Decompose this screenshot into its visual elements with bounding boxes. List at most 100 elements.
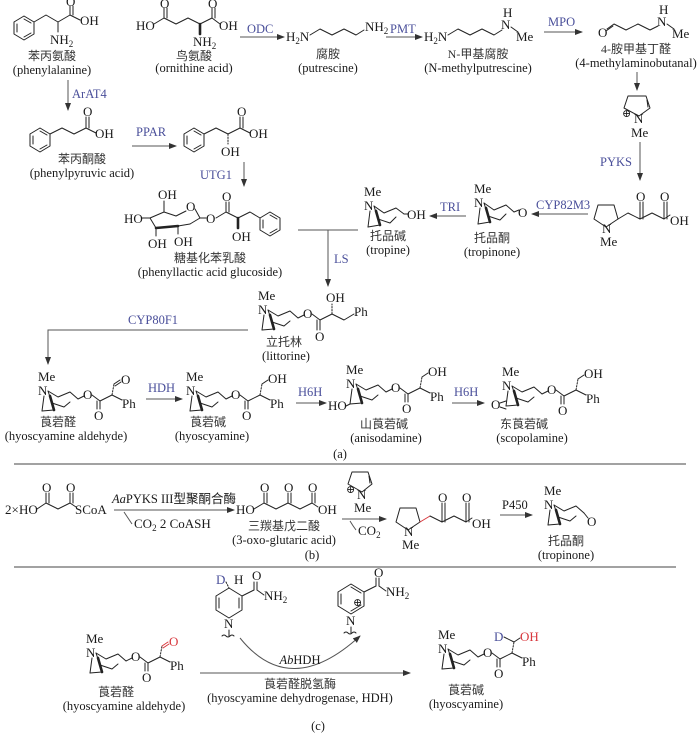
atom-n: N xyxy=(657,14,667,29)
atom-h: H xyxy=(234,572,243,587)
atom-o: O xyxy=(222,189,231,204)
enzyme-p450: P450 xyxy=(502,498,528,512)
atom-o-highlight: O xyxy=(169,634,178,649)
n-methylputrescine-en: (N-methylputrescine) xyxy=(424,61,532,75)
n-methylputrescine-cn: N-甲基腐胺 xyxy=(448,46,509,61)
enzyme-aapyks: AaPYKS III型聚酮合酶 xyxy=(111,491,236,506)
atom-oh: OH xyxy=(148,236,167,251)
atom-o: O xyxy=(308,480,317,495)
atom-me: Me xyxy=(474,181,492,196)
atom-o: O xyxy=(547,382,556,397)
enzyme-name-en: (hyoscyamine dehydrogenase, HDH) xyxy=(207,691,393,705)
atom-oh: OH xyxy=(326,290,345,305)
atom-oh: OH xyxy=(232,229,251,244)
atom-n: N xyxy=(357,487,367,502)
hyoscyamine-aldehyde-structure: Me N O O O Ph xyxy=(86,631,184,685)
putrescine-structure: H2N NH2 xyxy=(286,19,388,46)
atom-o: O xyxy=(66,480,75,495)
enzyme-ls: LS xyxy=(334,252,349,266)
enzyme-utg1: UTG1 xyxy=(200,168,232,182)
atom-o: O xyxy=(491,397,500,412)
atom-o: O xyxy=(160,0,169,11)
methylpyrrolinium-structure: N ⊕ Me xyxy=(622,95,651,140)
atom-oh: OH xyxy=(584,366,603,381)
cyp80f1-arrow xyxy=(45,329,248,365)
atom-oh: OH xyxy=(221,144,240,159)
co2-release-arrow xyxy=(123,511,133,525)
putrescine-en: (putrescine) xyxy=(298,61,358,75)
atom-me: Me xyxy=(186,369,204,384)
atom-h: H xyxy=(503,5,512,20)
nadph-structure: D H O NH2 N xyxy=(215,568,287,638)
oxoglutaric-cn: 三羰基戊二酸 xyxy=(248,518,320,533)
atom-ph: Ph xyxy=(522,654,536,669)
tropinone-en: (tropinone) xyxy=(538,548,594,562)
enzyme-h6h-1: H6H xyxy=(298,385,322,399)
atom-oh-highlight: OH xyxy=(520,629,539,644)
methylaminobutanal-en: (4-methylaminobutanal) xyxy=(575,56,697,70)
hyoscyamine-aldehyde-cn: 莨菪醛 xyxy=(40,414,76,429)
phenylpyruvic-acid-cn: 苯丙酮酸 xyxy=(58,151,106,166)
phenylpyruvic-acid-structure: O OH xyxy=(29,104,114,153)
atom-me: Me xyxy=(346,362,364,377)
atom-o: O xyxy=(94,408,103,423)
atom-o: O xyxy=(587,514,596,529)
phenylalanine-structure: O OH NH2 xyxy=(13,0,99,49)
atom-o: O xyxy=(636,189,645,204)
atom-o: O xyxy=(438,490,447,505)
atom-me: Me xyxy=(631,125,649,140)
atom-o: O xyxy=(315,329,324,344)
hyoscyamine-deuterated-structure: Me N O O D OH Ph xyxy=(438,627,539,681)
atom-ph: Ph xyxy=(586,391,600,406)
atom-nh2: NH2 xyxy=(386,584,409,601)
atom-o: O xyxy=(131,649,140,664)
atom-o: O xyxy=(66,0,75,9)
atom-ho: HO xyxy=(236,502,255,517)
atom-nh2: NH2 xyxy=(264,588,287,605)
tropinone-structure: Me N O xyxy=(544,483,596,529)
atom-me: Me xyxy=(402,537,420,552)
scopolamine-structure: Me N O O O OH Ph xyxy=(491,364,603,418)
phenyllactic-glucoside-structure: OH O HO OH OH O O OH xyxy=(124,187,281,251)
atom-o: O xyxy=(121,372,130,387)
atom-me: Me xyxy=(364,184,382,199)
scopolamine-cn: 东莨菪碱 xyxy=(500,417,548,431)
atom-o: O xyxy=(83,387,92,402)
panel-c-label: (c) xyxy=(311,719,325,733)
enzyme-abhdh: AbHDH xyxy=(279,653,321,667)
methylaminobutanal-cn: 4-胺甲基丁醛 xyxy=(601,41,671,56)
atom-oh: OH xyxy=(670,213,689,228)
phenylalanine-cn: 苯丙氨酸 xyxy=(28,48,76,63)
byproduct-co2: CO2 xyxy=(358,523,381,540)
atom-o: O xyxy=(303,306,312,321)
phenyllactic-glucoside-cn: 糖基化苯乳酸 xyxy=(174,250,246,265)
atom-o: O xyxy=(260,480,269,495)
plus-charge-icon: ⊕ xyxy=(622,108,631,120)
atom-ph: Ph xyxy=(430,389,444,404)
panel-b: 2× HO O O SCoA AaPYKS III型聚酮合酶 CO2 2 CoA… xyxy=(5,471,596,562)
atom-o: O xyxy=(374,565,383,580)
tropinone-cn: 托品酮 xyxy=(474,231,510,245)
atom-n: N xyxy=(634,111,644,126)
atom-oh: OH xyxy=(472,516,491,531)
hyoscyamine-cn: 莨菪碱 xyxy=(190,415,226,429)
panel-a-label: (a) xyxy=(333,447,347,461)
atom-oh: OH xyxy=(428,364,447,379)
tropine-cn: 托品碱 xyxy=(370,229,406,243)
phenylpyruvic-acid-en: (phenylpyruvic acid) xyxy=(30,166,134,180)
atom-ph: Ph xyxy=(170,658,184,673)
plus-charge-icon: ⊕ xyxy=(353,597,362,609)
tropine-structure: Me N OH xyxy=(364,184,426,228)
atom-d: D xyxy=(216,572,225,587)
product-en: (hyoscyamine) xyxy=(429,697,503,711)
atom-o: O xyxy=(494,666,503,681)
atom-o: O xyxy=(206,211,215,226)
enzyme-ppar: PPAR xyxy=(136,125,167,139)
enzyme-hdh: HDH xyxy=(148,381,175,395)
atom-n: N xyxy=(346,376,356,391)
atom-nh2: NH2 xyxy=(50,32,73,49)
enzyme-pyks: PYKS xyxy=(600,155,632,169)
atom-n: N xyxy=(224,616,234,631)
oxobutanoic-acid-structure: N Me O O OH xyxy=(395,490,491,552)
